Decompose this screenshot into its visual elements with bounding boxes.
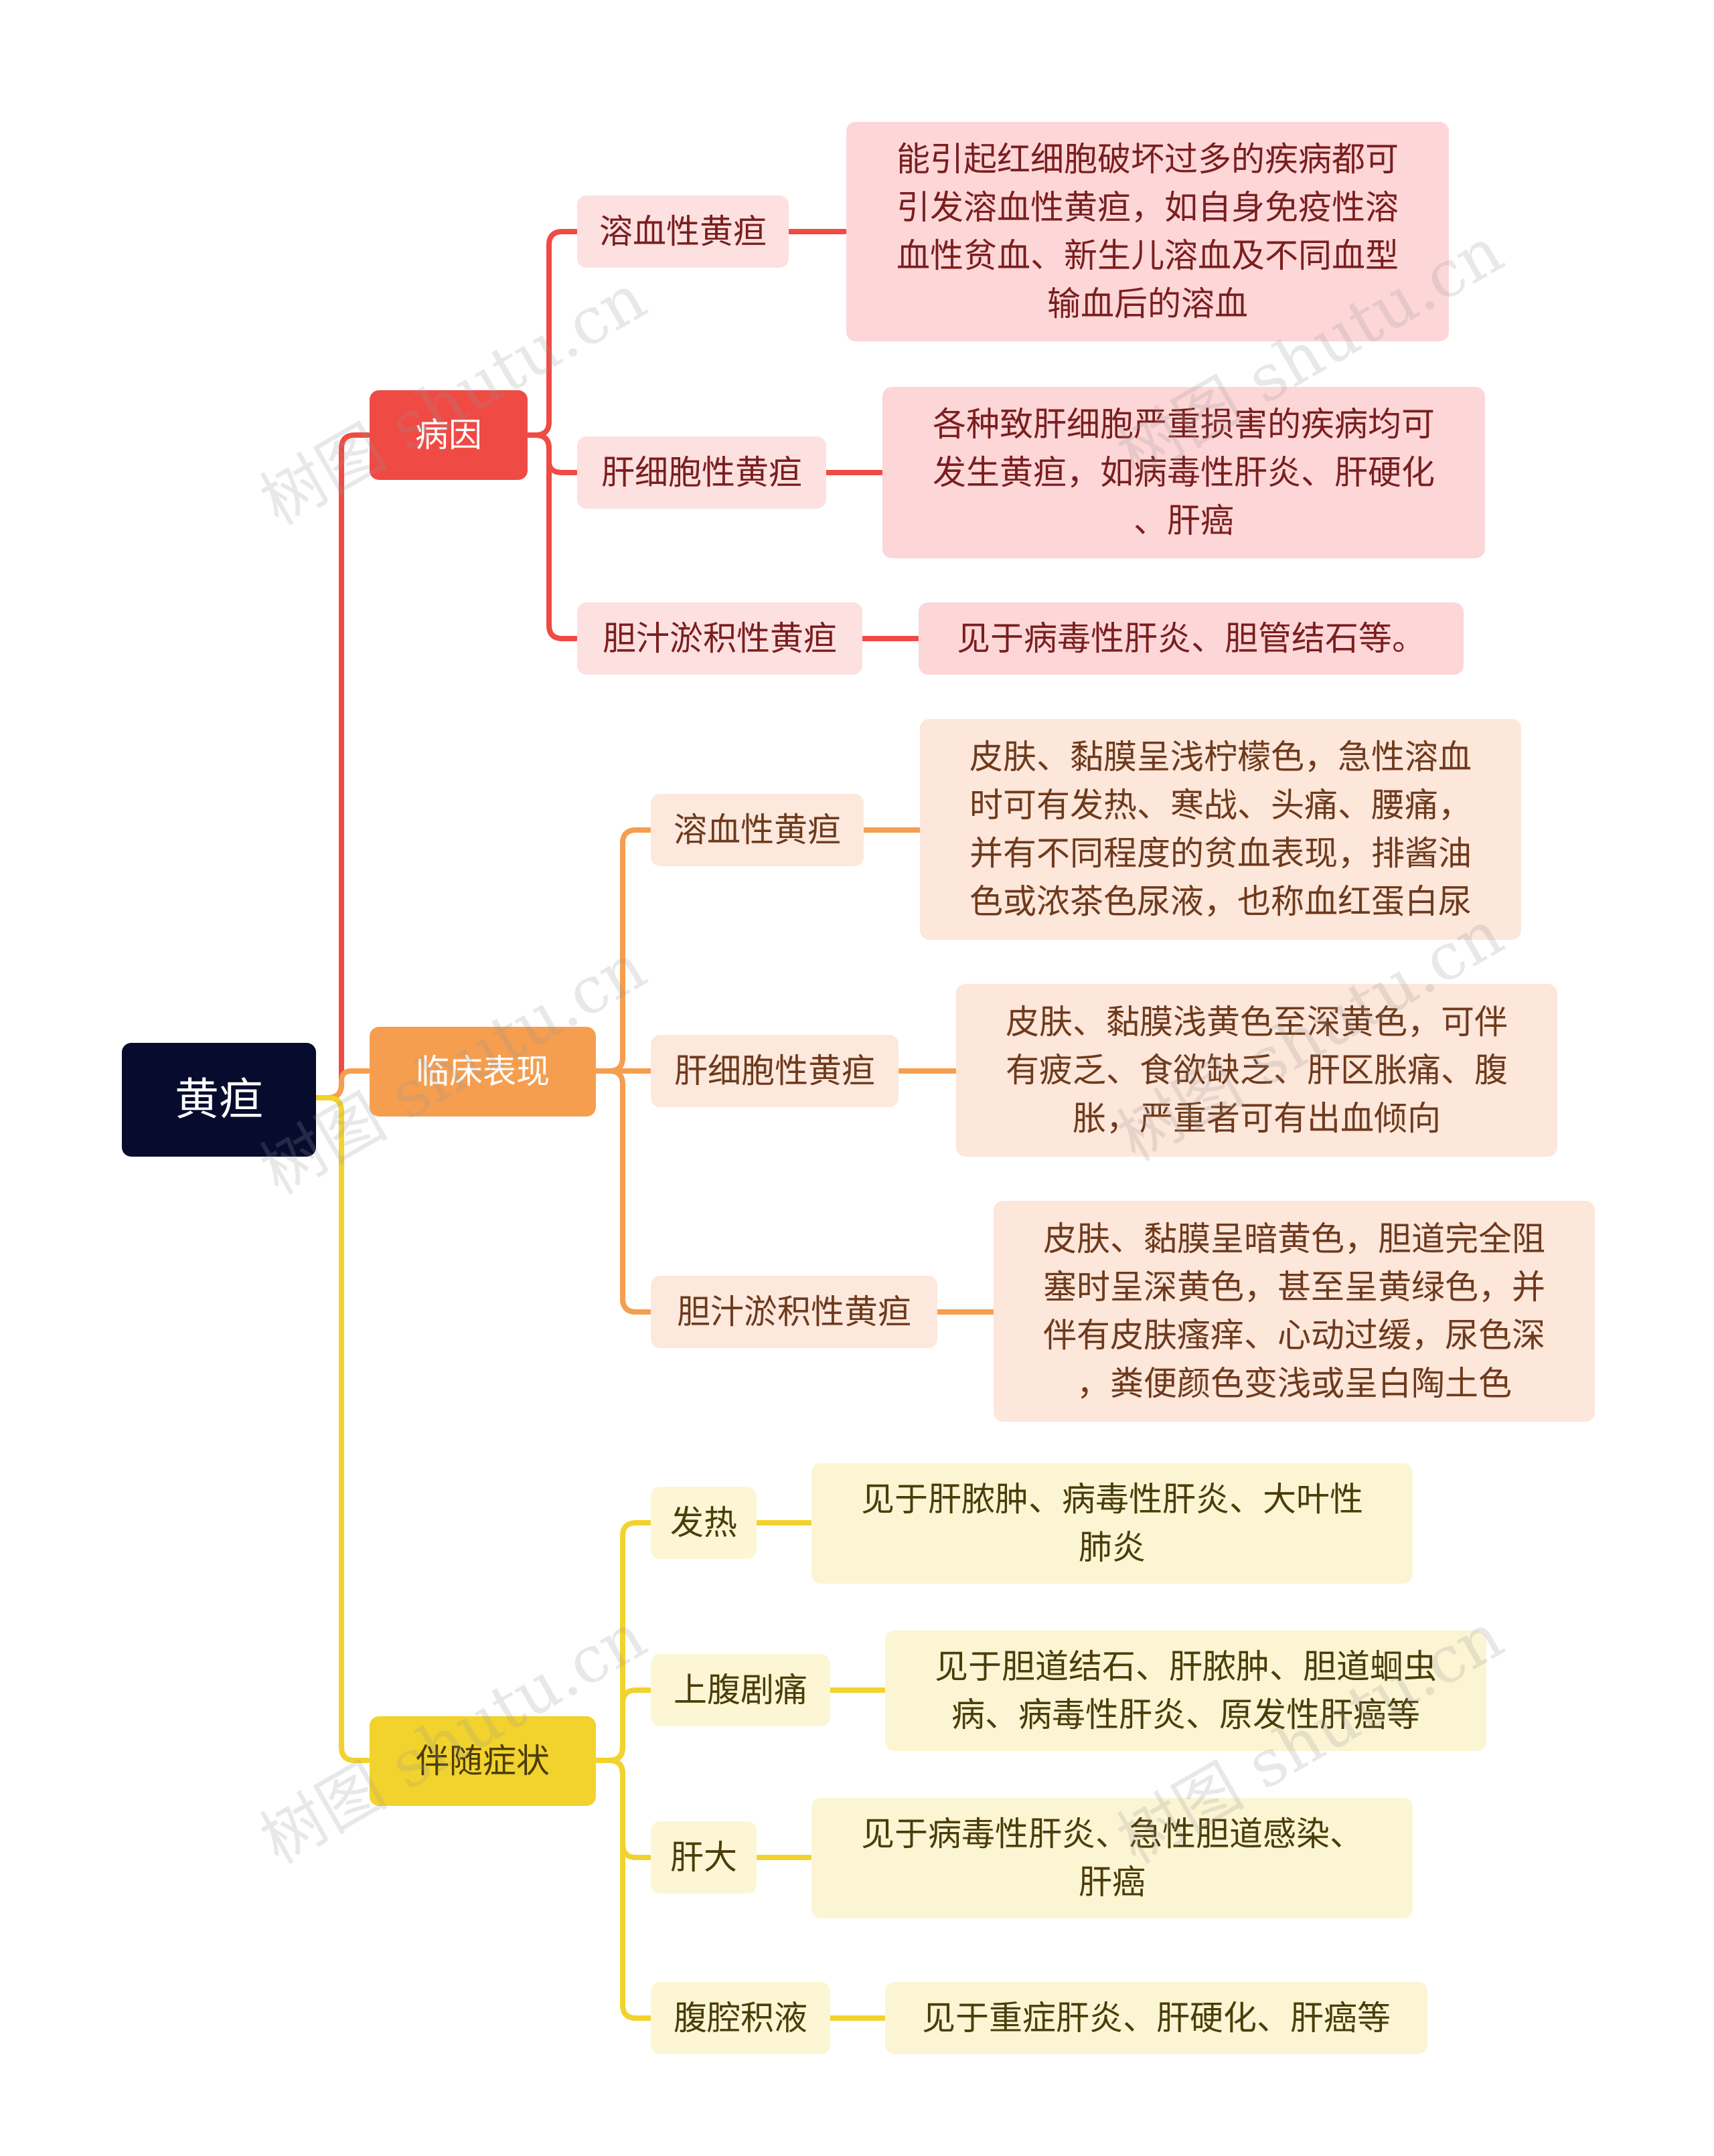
root-node[interactable]: 黄疸 bbox=[122, 1043, 316, 1157]
cause-hepatocellular-detail-text: 各种致肝细胞严重损害的疾病均可 发生黄疸，如病毒性肝炎、肝硬化 、肝癌 bbox=[933, 405, 1435, 540]
connector-clinical-3 bbox=[593, 1068, 652, 1315]
symptom-hepatomegaly-label: 肝大 bbox=[670, 1838, 737, 1877]
clinical-hemolytic-detail[interactable]: 皮肤、黏膜呈浅柠檬色，急性溶血 时可有发热、寒战、头痛、腰痛， 并有不同程度的贫… bbox=[920, 719, 1521, 940]
clinical-hemolytic-label: 溶血性黄疸 bbox=[674, 811, 841, 849]
clinical-hemolytic[interactable]: 溶血性黄疸 bbox=[651, 794, 864, 866]
symptom-fever-label: 发热 bbox=[670, 1503, 737, 1542]
cause-hepatocellular-detail[interactable]: 各种致肝细胞严重损害的疾病均可 发生黄疸，如病毒性肝炎、肝硬化 、肝癌 bbox=[882, 387, 1485, 558]
cause-hemolytic-detail-text: 能引起红细胞破坏过多的疾病都可 引发溶血性黄疸，如自身免疫性溶 血性贫血、新生儿… bbox=[897, 140, 1399, 323]
cause-hemolytic[interactable]: 溶血性黄疸 bbox=[577, 195, 789, 268]
connector-symptom-2 bbox=[593, 1687, 652, 1763]
clinical-hemolytic-detail-text: 皮肤、黏膜呈浅柠檬色，急性溶血 时可有发热、寒战、头痛、腰痛， 并有不同程度的贫… bbox=[969, 738, 1472, 921]
symptom-fever-detail-text: 见于肝脓肿、病毒性肝炎、大叶性 肺炎 bbox=[861, 1480, 1363, 1567]
symptom-hepatomegaly[interactable]: 肝大 bbox=[651, 1821, 757, 1894]
connector-root-symptoms bbox=[312, 1095, 371, 1763]
connector-cause-1 bbox=[526, 229, 578, 438]
clinical-cholestatic-label: 胆汁淤积性黄疸 bbox=[677, 1293, 911, 1331]
clinical-cholestatic-detail-text: 皮肤、黏膜呈暗黄色，胆道完全阻 塞时呈深黄色，甚至呈黄绿色，并 伴有皮肤瘙痒、心… bbox=[1043, 1220, 1545, 1403]
symptom-fever[interactable]: 发热 bbox=[651, 1487, 757, 1559]
cause-hepatocellular[interactable]: 肝细胞性黄疸 bbox=[577, 436, 826, 509]
branch-clinical-label: 临床表现 bbox=[416, 1052, 550, 1091]
clinical-hepatocellular-detail[interactable]: 皮肤、黏膜浅黄色至深黄色，可伴 有疲乏、食欲缺乏、肝区胀痛、腹 胀，严重者可有出… bbox=[956, 984, 1557, 1157]
clinical-cholestatic-detail[interactable]: 皮肤、黏膜呈暗黄色，胆道完全阻 塞时呈深黄色，甚至呈黄绿色，并 伴有皮肤瘙痒、心… bbox=[994, 1201, 1595, 1422]
root-label: 黄疸 bbox=[175, 1074, 263, 1125]
symptom-abdominal-pain-label: 上腹剧痛 bbox=[674, 1671, 807, 1710]
connector-symptom-4 bbox=[593, 1758, 652, 2021]
cause-hemolytic-label: 溶血性黄疸 bbox=[599, 212, 767, 251]
symptom-hepatomegaly-detail-text: 见于病毒性肝炎、急性胆道感染、 肝癌 bbox=[861, 1815, 1363, 1902]
symptom-ascites-detail-text: 见于重症肝炎、肝硬化、肝癌等 bbox=[922, 1999, 1391, 2038]
clinical-hepatocellular-detail-text: 皮肤、黏膜浅黄色至深黄色，可伴 有疲乏、食欲缺乏、肝区胀痛、腹 胀，严重者可有出… bbox=[1006, 1003, 1508, 1138]
connector-cause-3 bbox=[526, 432, 578, 641]
symptom-ascites-detail[interactable]: 见于重症肝炎、肝硬化、肝癌等 bbox=[885, 1982, 1427, 2054]
symptom-abdominal-pain[interactable]: 上腹剧痛 bbox=[651, 1654, 830, 1726]
branch-cause[interactable]: 病因 bbox=[370, 390, 528, 480]
symptom-abdominal-pain-detail[interactable]: 见于胆道结石、肝脓肿、胆道蛔虫 病、病毒性肝炎、原发性肝癌等 bbox=[885, 1631, 1486, 1751]
clinical-hepatocellular[interactable]: 肝细胞性黄疸 bbox=[651, 1035, 899, 1107]
cause-hepatocellular-label: 肝细胞性黄疸 bbox=[601, 453, 802, 492]
branch-cause-label: 病因 bbox=[415, 416, 482, 454]
cause-hemolytic-detail[interactable]: 能引起红细胞破坏过多的疾病都可 引发溶血性黄疸，如自身免疫性溶 血性贫血、新生儿… bbox=[846, 122, 1449, 341]
symptom-hepatomegaly-detail[interactable]: 见于病毒性肝炎、急性胆道感染、 肝癌 bbox=[811, 1798, 1413, 1918]
branch-symptoms-label: 伴随症状 bbox=[416, 1742, 550, 1780]
branch-clinical[interactable]: 临床表现 bbox=[370, 1027, 596, 1116]
symptom-abdominal-pain-detail-text: 见于胆道结石、肝脓肿、胆道蛔虫 病、病毒性肝炎、原发性肝癌等 bbox=[935, 1647, 1437, 1734]
symptom-ascites-label: 腹腔积液 bbox=[674, 1999, 807, 2038]
cause-cholestatic-detail-text: 见于病毒性肝炎、胆管结石等。 bbox=[957, 619, 1425, 658]
clinical-hepatocellular-label: 肝细胞性黄疸 bbox=[674, 1052, 875, 1090]
cause-cholestatic[interactable]: 胆汁淤积性黄疸 bbox=[577, 602, 862, 675]
cause-cholestatic-detail[interactable]: 见于病毒性肝炎、胆管结石等。 bbox=[919, 602, 1464, 675]
clinical-cholestatic[interactable]: 胆汁淤积性黄疸 bbox=[651, 1276, 937, 1348]
symptom-ascites[interactable]: 腹腔积液 bbox=[651, 1982, 830, 2054]
symptom-fever-detail[interactable]: 见于肝脓肿、病毒性肝炎、大叶性 肺炎 bbox=[811, 1463, 1413, 1584]
cause-cholestatic-label: 胆汁淤积性黄疸 bbox=[603, 619, 837, 658]
connector-cause-2 bbox=[526, 432, 578, 475]
connector-root-clinical bbox=[312, 1068, 371, 1100]
connector-root-cause bbox=[312, 432, 371, 1100]
connector-clinical-1 bbox=[593, 827, 652, 1074]
branch-symptoms[interactable]: 伴随症状 bbox=[370, 1716, 596, 1806]
